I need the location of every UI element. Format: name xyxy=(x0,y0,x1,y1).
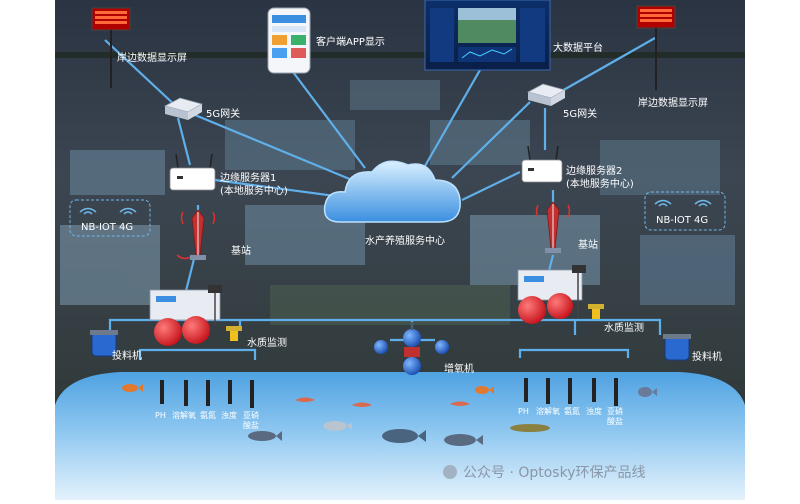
aerator xyxy=(374,322,449,375)
base-station-right xyxy=(535,201,571,253)
cloud-icon xyxy=(323,160,461,223)
sensor-turb-right: 浊度 xyxy=(586,406,602,416)
label-app: 客户端APP显示 xyxy=(316,35,385,48)
label-gateway-right: 5G网关 xyxy=(563,107,597,120)
edge-server-left xyxy=(169,153,216,191)
label-edge1-line1: 边缘服务器1 xyxy=(220,171,276,184)
base-station-left xyxy=(176,209,216,260)
nbiot-box-right xyxy=(644,191,726,231)
sensor-nitrite1-right: 亚硝 xyxy=(607,406,623,416)
label-wq-right: 水质监测 xyxy=(604,321,644,334)
bigdata-screen xyxy=(424,0,551,71)
sensor-nitrite2-right: 酸盐 xyxy=(607,416,623,426)
edge-server-right xyxy=(521,145,563,183)
label-aerator: 增氧机 xyxy=(444,362,474,375)
label-station-left: 基站 xyxy=(231,244,251,257)
nbiot-box-left xyxy=(69,199,151,237)
sensor-nh-left: 氨氮 xyxy=(200,410,216,420)
label-nbiot-right: NB-IOT 4G xyxy=(656,215,708,226)
label-nbiot-left: NB-IOT 4G xyxy=(81,222,133,233)
label-edge2-line2: (本地服务中心) xyxy=(566,177,634,190)
label-display-left: 岸边数据显示屏 xyxy=(117,51,187,64)
label-gateway-left: 5G网关 xyxy=(206,107,240,120)
buoy-station-left xyxy=(149,285,242,346)
sensor-nh-right: 氨氮 xyxy=(564,406,580,416)
display-board-left xyxy=(91,7,131,88)
label-wq-left: 水质监测 xyxy=(247,336,287,349)
sensor-turb-left: 浊度 xyxy=(221,410,237,420)
label-edge2-line1: 边缘服务器2 xyxy=(566,164,622,177)
sensor-probes-right xyxy=(524,378,618,406)
label-feeder-left: 投料机 xyxy=(112,349,142,362)
buoy-station-right xyxy=(517,265,604,324)
feeder-left xyxy=(90,330,118,357)
display-board-right xyxy=(636,5,676,90)
sensor-nitrite2-left: 酸盐 xyxy=(243,420,259,430)
sensor-probes-left xyxy=(160,380,254,408)
label-edge1-line2: (本地服务中心) xyxy=(220,184,288,197)
sensor-ph-left: PH xyxy=(155,411,166,420)
gateway-left xyxy=(163,97,204,120)
fish-icons xyxy=(122,384,657,446)
label-station-right: 基站 xyxy=(578,238,598,251)
sensor-nitrite1-left: 亚硝 xyxy=(243,410,259,420)
sensor-ph-right: PH xyxy=(518,407,529,416)
label-cloud: 水产养殖服务中心 xyxy=(365,234,445,247)
watermark: 公众号 · Optosky环保产品线 xyxy=(443,465,646,481)
label-display-right: 岸边数据显示屏 xyxy=(638,96,708,109)
gateway-right xyxy=(526,83,567,106)
watermark-text: 公众号 · Optosky环保产品线 xyxy=(463,465,646,481)
connection-lines xyxy=(104,37,662,360)
label-feeder-right: 投料机 xyxy=(692,350,722,363)
sensor-do-right: 溶解氧 xyxy=(536,406,560,416)
sensor-do-left: 溶解氧 xyxy=(172,410,196,420)
label-bigdata: 大数据平台 xyxy=(553,41,603,54)
feeder-right xyxy=(663,334,691,361)
phone-app xyxy=(267,7,311,74)
